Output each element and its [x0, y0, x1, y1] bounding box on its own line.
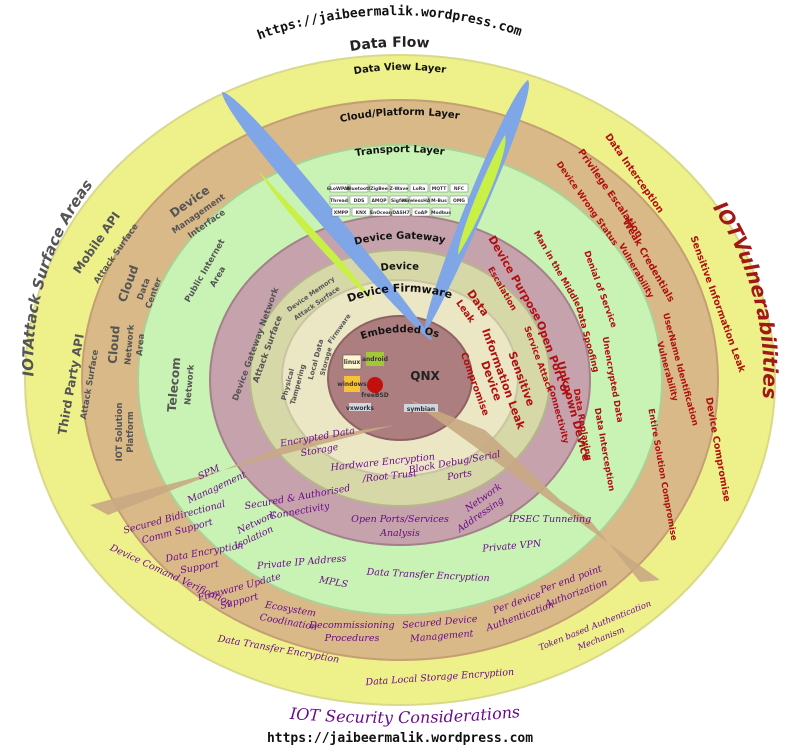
consideration-label: Procedures	[324, 633, 380, 644]
protocol-logo-text: 6LoWPAN	[327, 186, 351, 192]
protocol-logo-text: KNX	[356, 210, 367, 216]
os-logo-text: android	[362, 356, 388, 363]
protocol-logo-text: AMQP	[371, 198, 387, 204]
protocol-logo-icon	[431, 207, 451, 217]
surface-label: Cloud	[105, 325, 122, 364]
os-logo-windows-icon	[344, 376, 360, 392]
protocol-logo-text: MQTT	[432, 186, 447, 192]
protocol-logo-text: M-Bus	[431, 198, 447, 204]
protocol-logo-icon	[389, 183, 409, 193]
protocol-logo-text: DASH7	[392, 210, 409, 216]
protocol-logo-text: EnOcean	[370, 210, 392, 216]
footer-url[interactable]: https://jaibeermalik.wordpress.com	[267, 731, 533, 746]
consideration-label: Ports	[445, 468, 473, 483]
data-flow-title: Data Flow	[349, 35, 430, 55]
consideration-label: Private VPN	[481, 538, 542, 554]
protocol-logo-text: WirelessHART	[401, 198, 437, 204]
os-logo-qnx: QNX	[410, 369, 440, 383]
consideration-label: IPSEC Tunneling	[508, 514, 591, 525]
surface-sub-label: Network	[123, 324, 137, 366]
protocol-logo-icon	[409, 183, 429, 193]
protocol-logo-icon	[389, 195, 409, 205]
protocol-logo-icon	[329, 195, 349, 205]
protocol-logo-icon	[369, 183, 389, 193]
protocol-logo-text: Modbus	[431, 210, 451, 216]
os-logo-text: vxworks	[346, 405, 374, 412]
protocol-logo-text: NFC	[454, 186, 465, 192]
pointer-right	[410, 400, 660, 582]
protocol-logo-icon	[329, 183, 349, 193]
protocol-logo-icon	[391, 207, 411, 217]
consideration-label: Decommissioning	[308, 620, 394, 631]
protocol-logo-text: Bluetooth	[347, 186, 372, 192]
protocol-logo-text: Thread	[330, 198, 348, 204]
protocol-logo-text: Sigfox	[391, 198, 407, 204]
data-flow-beam-left	[222, 92, 432, 341]
protocol-logo-icon	[429, 195, 449, 205]
surface-label: IOT Solution	[115, 403, 125, 462]
os-logo-freebsd-icon	[367, 377, 383, 393]
os-logo-text: linux	[344, 359, 361, 366]
surface-sub-label: Network	[183, 364, 197, 406]
protocol-logo-text: CoAP	[414, 210, 428, 216]
surface-sub-label: Area	[135, 333, 147, 356]
protocol-logo-text: ZigBee	[370, 186, 388, 192]
consideration-label: MPLS	[317, 574, 349, 590]
protocol-logo-icon	[449, 183, 469, 193]
protocol-logo-text: Z-Wave	[390, 186, 409, 192]
layer-label: Data View Layer	[353, 62, 447, 77]
protocol-logo-icon	[429, 183, 449, 193]
os-logo-text: windows	[337, 381, 367, 388]
protocol-logo-icon	[331, 207, 351, 217]
protocol-logo-icon	[411, 207, 431, 217]
protocol-logo-icon	[369, 195, 389, 205]
protocol-logo-icon	[351, 207, 371, 217]
protocol-logo-icon	[371, 207, 391, 217]
protocol-logo-icon	[409, 195, 429, 205]
consideration-label: Analysis	[379, 528, 420, 539]
protocol-logo-icon	[349, 195, 369, 205]
data-flow-beam-right	[424, 80, 529, 332]
protocol-logo-text: DDS	[354, 198, 365, 204]
consideration-label: Open Ports/Services	[351, 514, 449, 525]
os-logos: linux android windows freeBSD QNX vxwork…	[337, 352, 440, 413]
protocol-logo-text: OMG	[453, 198, 465, 204]
surface-sub-label: Platform	[126, 411, 136, 453]
pointer-left	[90, 425, 395, 515]
protocol-logo-icon	[349, 183, 369, 193]
protocol-logo-text: XMPP	[334, 210, 349, 216]
os-logo-android-icon	[366, 352, 384, 366]
os-logo-symbian-icon	[404, 404, 438, 412]
layer-label: Transport Layer	[354, 144, 445, 159]
layer-label: Device	[380, 261, 420, 274]
protocol-logo-text: LoRa	[413, 186, 425, 192]
protocol-logo-icon	[449, 195, 469, 205]
os-logo-text: symbian	[407, 406, 435, 413]
surface-label: Telecom	[165, 357, 184, 413]
os-logo-text: freeBSD	[361, 392, 389, 399]
os-logo-vxworks-icon	[349, 403, 371, 411]
os-logo-linux-icon	[342, 354, 362, 370]
